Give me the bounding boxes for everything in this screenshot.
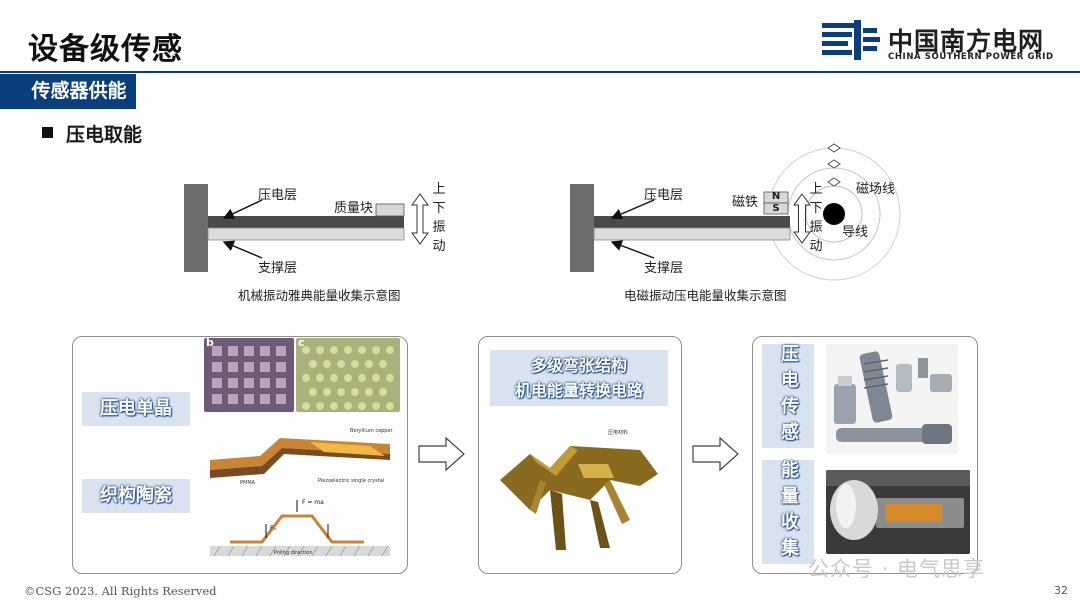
label-mass-block: 质量块 [334, 197, 373, 216]
label-field-lines: 磁场线 [856, 178, 895, 197]
subfig-b-label: b [206, 336, 214, 349]
tag-single-crystal: 压电单晶 [82, 392, 190, 426]
energy-harvester-photo [826, 470, 970, 554]
tag-piezo-sensing: 压电传感 [762, 344, 814, 448]
tag-energy-harvesting: 能量收集 [762, 460, 814, 564]
copyright: ©CSG 2023. All Rights Reserved [24, 584, 217, 598]
page-number: 32 [1054, 584, 1068, 597]
fig-label-piezo-crystal: Piezoelectric single crystal [318, 478, 384, 484]
piezo-sensors-photo [826, 344, 958, 454]
tag-flextensional: 多级弯张结构 机电能量转换电路 [490, 350, 668, 406]
caption-electromagnetic: 电磁振动压电能量收集示意图 [624, 285, 787, 304]
label-wire: 导线 [842, 221, 868, 240]
logo-english: CHINA SOUTHERN POWER GRID [888, 52, 1054, 62]
header-rule [0, 71, 1080, 73]
tag-flextensional-line1: 多级弯张结构 [490, 353, 668, 378]
vibration-label-2: 上下振动 [809, 180, 823, 256]
tag-flextensional-line2: 机电能量转换电路 [490, 378, 668, 403]
magnet-pole-s: S [764, 203, 788, 214]
label-piezo-layer-2: 压电层 [644, 184, 683, 203]
label-support-layer: 支撑层 [258, 257, 297, 276]
section-title: 传感器供能 [22, 74, 136, 109]
fig-label-poling: Poling direction [274, 550, 313, 556]
arrow-right-icon-2 [692, 436, 740, 472]
electromagnetic-harvester-diagram [566, 138, 916, 288]
flextensional-structure-image: 压电材料 [490, 420, 670, 560]
vibration-label: 上下振动 [432, 180, 446, 256]
bullet-heading: 压电取能 [66, 120, 142, 147]
fig-label-piezo-material: 压电材料 [608, 429, 628, 436]
fig-label-force: F = ma [302, 499, 324, 506]
watermark: 公众号 · 电气思享 [808, 553, 985, 583]
fig-label-pmma: PMMA [240, 480, 256, 486]
caption-mechanical: 机械振动雅典能量收集示意图 [238, 285, 401, 304]
csg-logo-icon [822, 20, 880, 60]
page-title: 设备级传感 [28, 24, 183, 68]
textured-ceramic-array-image [296, 338, 400, 412]
arrow-right-icon [418, 436, 466, 472]
bending-structure-figure: Beryllium copper PMMA Piezoelectric sing… [200, 420, 400, 570]
tag-textured-ceramic: 织构陶瓷 [82, 479, 190, 513]
label-support-layer-2: 支撑层 [644, 257, 683, 276]
magnet-pole-n: N [764, 191, 788, 202]
bullet-square-icon [42, 127, 53, 138]
fig-label-fn: Fₙ [270, 525, 276, 532]
vibration-arrow-icon [410, 193, 430, 245]
label-piezo-layer: 压电层 [258, 184, 297, 203]
subfig-c-label: c [298, 336, 305, 349]
label-magnet: 磁铁 [732, 191, 758, 210]
single-crystal-array-image [204, 338, 294, 412]
section-stripe [0, 74, 22, 109]
fig-label-beryllium: Beryllium copper [350, 428, 394, 434]
